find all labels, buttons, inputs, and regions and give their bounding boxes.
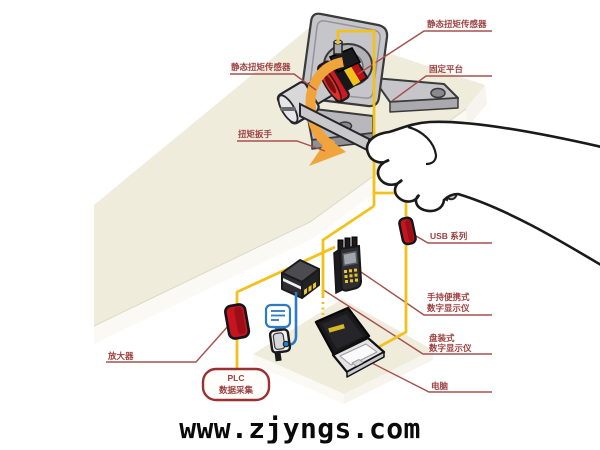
plc-line2: 数据采集 bbox=[219, 385, 254, 395]
plc-box: PLC 数据采集 bbox=[201, 367, 271, 402]
callout-lines bbox=[106, 30, 492, 393]
website-text: www.zjyngs.com bbox=[179, 412, 421, 445]
plc-line1: PLC bbox=[228, 373, 245, 383]
label-sensor-top: 静态扭矩传感器 bbox=[427, 19, 487, 29]
label-amplifier: 放大器 bbox=[107, 351, 134, 361]
label-usb: USB 系列 bbox=[430, 231, 468, 241]
label-computer: 电脑 bbox=[431, 381, 449, 391]
label-handheld-1: 手持便携式 bbox=[427, 292, 470, 302]
label-wrench: 扭矩扳手 bbox=[238, 129, 273, 139]
laptop bbox=[314, 306, 386, 378]
wireless-adapter bbox=[264, 292, 298, 362]
panel-display bbox=[281, 259, 320, 299]
label-handheld-2: 数字显示仪 bbox=[427, 303, 470, 313]
hand-arm bbox=[365, 120, 600, 266]
usb-connector bbox=[398, 216, 417, 246]
handheld-display bbox=[333, 236, 363, 295]
amplifier-device bbox=[224, 303, 251, 340]
label-panel-1: 盘装式 bbox=[429, 333, 455, 343]
label-platform: 固定平台 bbox=[429, 64, 464, 74]
labels: 静态扭矩传感器 固定平台 静态扭矩传感器 扭矩扳手 USB 系列 手持便携式 数… bbox=[107, 19, 487, 391]
label-sensor-left: 静态扭矩传感器 bbox=[231, 62, 291, 72]
label-panel-2: 数字显示仪 bbox=[429, 343, 472, 353]
